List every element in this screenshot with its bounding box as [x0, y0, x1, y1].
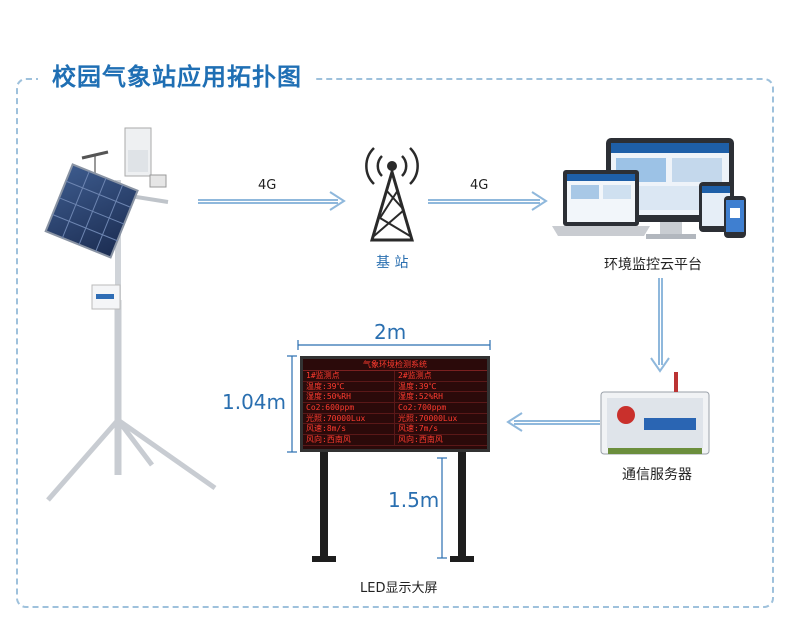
led-right-cell: 湿度:52%RH [395, 392, 487, 404]
led-left-cell: Co2:600ppm [303, 403, 395, 414]
server-label: 通信服务器 [622, 467, 692, 483]
link-label-left: 4G [258, 178, 277, 193]
width-dimension: 2m [374, 320, 407, 344]
led-left-cell: 湿度:50%RH [303, 392, 395, 404]
led-left-header: 1#监测点 [303, 371, 395, 382]
led-title: 气象环境检测系统 [303, 359, 487, 371]
platform-label: 环境监控云平台 [604, 257, 702, 273]
height-dimension: 1.04m [222, 390, 287, 414]
led-left-cell: 风速:8m/s [303, 424, 395, 436]
arrow-station-to-base [198, 191, 346, 211]
led-right-cell: 光照:70000Lux [395, 414, 487, 425]
dimension-lines [287, 340, 491, 559]
led-screen-stand [312, 450, 474, 562]
led-right-cell: 风向:西南风 [395, 435, 487, 446]
led-right-cell: 风速:7m/s [395, 424, 487, 436]
led-data-grid: 1#监测点 2#监测点 温度:39℃ 温度:39℃ 湿度:50%RH 湿度:52… [303, 371, 487, 446]
led-right-cell: 温度:39℃ [395, 382, 487, 393]
led-right-header: 2#监测点 [395, 371, 487, 382]
diagram-frame [16, 78, 774, 608]
base-station-tower-icon [365, 147, 419, 242]
arrow-server-to-led [506, 412, 600, 432]
platform-devices-illustration [552, 138, 746, 239]
led-screen-label: LED显示大屏 [360, 581, 438, 596]
diagram-title: 校园气象站应用拓扑图 [38, 58, 316, 96]
led-left-cell: 光照:70000Lux [303, 413, 395, 425]
link-label-right: 4G [470, 178, 489, 193]
pole-dimension: 1.5m [388, 488, 440, 512]
led-left-cell: 风向:西南风 [303, 435, 395, 446]
led-left-cell: 温度:39℃ [303, 381, 395, 393]
base-station-label: 基 站 [376, 255, 409, 271]
communication-server-illustration [600, 372, 710, 455]
led-right-cell: Co2:700ppm [395, 403, 487, 414]
arrow-platform-to-server [650, 278, 670, 373]
arrow-base-to-platform [428, 191, 548, 211]
weather-station-illustration [44, 127, 217, 502]
led-display-board: 气象环境检测系统 1#监测点 2#监测点 温度:39℃ 温度:39℃ 湿度:50… [300, 356, 490, 452]
